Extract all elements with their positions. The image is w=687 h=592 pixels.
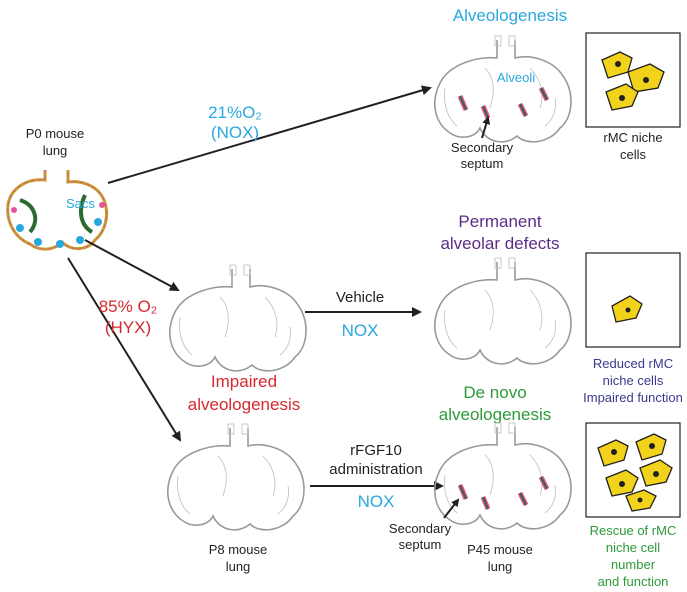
- arrow-to-hyx-p4: [84, 239, 180, 291]
- p8-label-2: lung: [226, 559, 251, 574]
- sacs-label: Sacs: [66, 196, 95, 211]
- p0-label-1: P0 mouse: [26, 126, 85, 141]
- p45-label-2: lung: [488, 559, 513, 574]
- defective-lung: [433, 257, 572, 365]
- rmc-niche-box-top: [585, 32, 681, 128]
- rmc-niche-box-bottom: [585, 422, 681, 518]
- de-novo-1: De novo: [463, 383, 526, 402]
- rescued-lung: [433, 422, 572, 530]
- impaired-1: Impaired: [211, 372, 277, 391]
- hyx-label-2: (HYX): [105, 318, 151, 337]
- rescue-1: Rescue of rMC: [590, 523, 677, 538]
- de-novo-2: alveologenesis: [439, 405, 551, 424]
- arrow-to-p8: [67, 257, 182, 442]
- permanent-defects-2: alveolar defects: [440, 234, 559, 253]
- rfgf10-label-1: rFGF10: [350, 442, 402, 459]
- p8-lung: [166, 423, 305, 531]
- alveoli-label: Alveoli: [497, 70, 535, 85]
- reduced-rmc-2: niche cells: [603, 373, 664, 388]
- p45-label-1: P45 mouse: [467, 542, 533, 557]
- vehicle-label: Vehicle: [336, 289, 384, 306]
- rmc-niche-box-mid: [585, 252, 681, 348]
- septum-arrow-bottom: [443, 498, 460, 519]
- nox-bottom-label: NOX: [358, 492, 395, 511]
- hyx-label-1: 85% O₂: [99, 297, 158, 316]
- reduced-rmc-1: Reduced rMC: [593, 356, 673, 371]
- alveologenesis-title: Alveologenesis: [453, 6, 567, 25]
- rescue-3: number: [611, 557, 656, 572]
- p8-label-1: P8 mouse: [209, 542, 268, 557]
- hyperoxia-lung-mid: [168, 264, 307, 372]
- rescue-4: and function: [598, 574, 669, 589]
- nox-mid-label: NOX: [342, 321, 379, 340]
- rescue-2: niche cell: [606, 540, 660, 555]
- secondary-septum-top-2: septum: [461, 156, 504, 171]
- reduced-rmc-3: Impaired function: [583, 390, 683, 405]
- rfgf10-label-2: administration: [329, 461, 422, 478]
- secondary-septum-bottom-1: Secondary: [389, 521, 452, 536]
- p0-lung: P0 mouse lung Sacs: [6, 126, 109, 251]
- secondary-septum-bottom-2: septum: [399, 537, 442, 552]
- permanent-defects-1: Permanent: [458, 212, 541, 231]
- septum-arrow-top: [481, 116, 491, 139]
- arrow-to-alveologenesis: [107, 85, 432, 184]
- secondary-septum-top-1: Secondary: [451, 140, 514, 155]
- rmc-niche-top-1: rMC niche: [603, 130, 662, 145]
- normal-lung: [433, 35, 572, 143]
- nox-path-label-2: (NOX): [211, 123, 259, 142]
- p0-label-2: lung: [43, 143, 68, 158]
- rmc-niche-top-2: cells: [620, 147, 647, 162]
- nox-path-label-1: 21%O₂: [208, 103, 262, 122]
- impaired-2: alveologenesis: [188, 395, 300, 414]
